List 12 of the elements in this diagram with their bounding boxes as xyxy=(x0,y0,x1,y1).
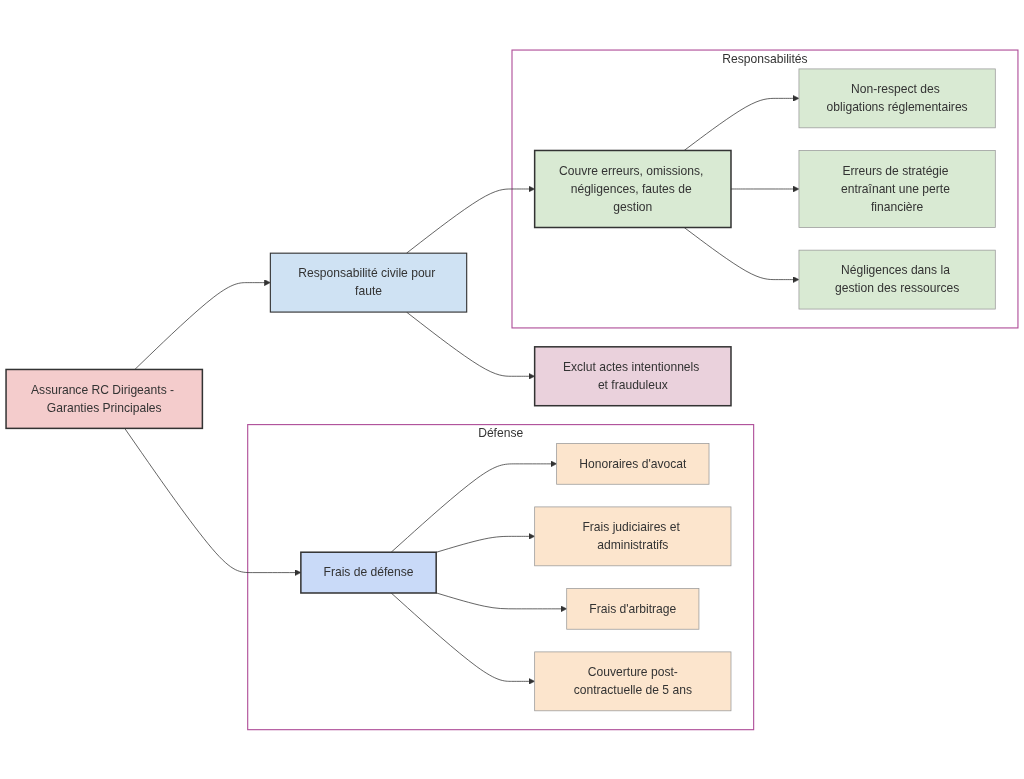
node-box: Honoraires d'avocat xyxy=(556,442,710,485)
node-box: Responsabilité civile pour faute xyxy=(269,252,468,313)
node-box: Non-respect des obligations réglementaires xyxy=(798,68,996,128)
node-box: Assurance RC Dirigeants - Garanties Principales xyxy=(5,368,204,429)
node-box: Frais d'arbitrage xyxy=(566,587,700,630)
node-box: Couvre erreurs, omissions, négligences, fautes de gestion xyxy=(533,149,732,228)
node-box: Frais de défense xyxy=(300,551,437,594)
node-box: Négligences dans la gestion des ressources xyxy=(798,249,996,310)
node-box: Exclut actes intentionnels et frauduleux xyxy=(533,345,732,407)
node-box: Erreurs de stratégie entraînant une perte financière xyxy=(798,149,996,228)
node-box: Couverture post-contractuelle de 5 ans xyxy=(534,651,732,711)
node-box: Frais judiciaires et administratifs xyxy=(534,506,732,566)
